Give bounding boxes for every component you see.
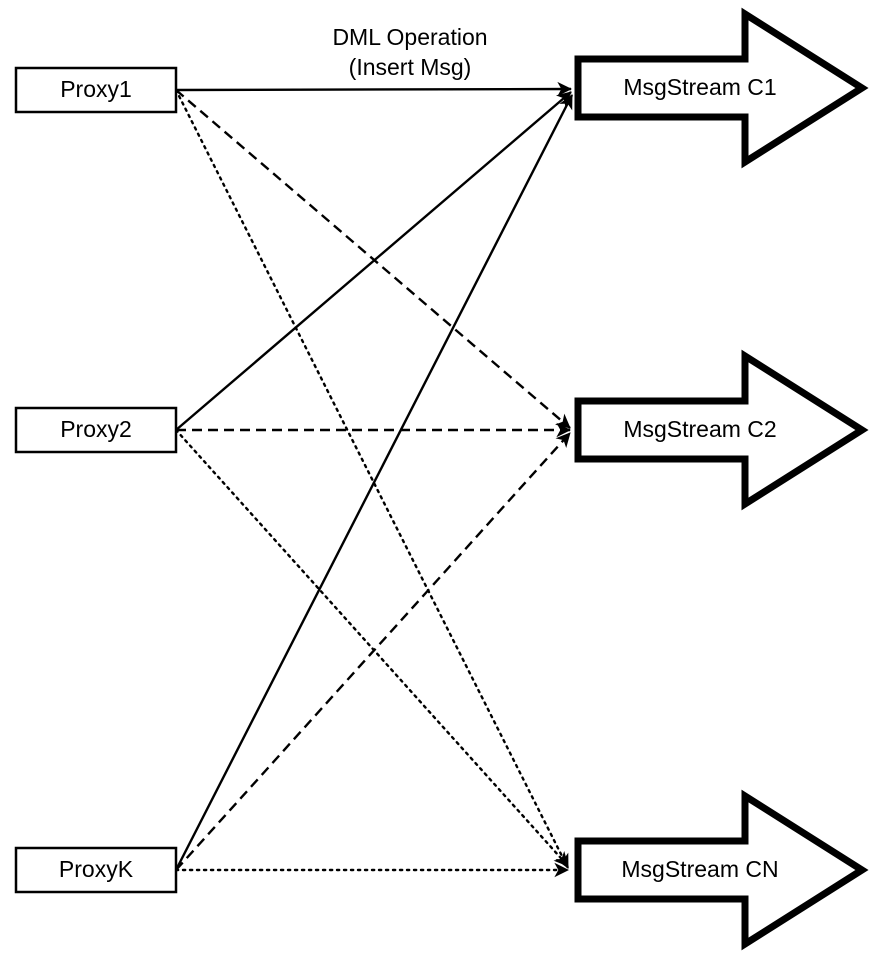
proxy-box-outline bbox=[14, 846, 178, 894]
proxy-node-proxyk[interactable]: ProxyK bbox=[14, 846, 178, 894]
proxy-node-proxy1[interactable]: Proxy1 bbox=[14, 66, 178, 114]
caption-line-1: DML Operation bbox=[332, 24, 487, 50]
proxy-label: ProxyK bbox=[59, 856, 134, 882]
msgstream-node-c2[interactable]: MsgStream C2 bbox=[574, 349, 869, 511]
proxy-box-outline bbox=[14, 66, 178, 114]
proxy-box-outline bbox=[14, 406, 178, 454]
edge-proxy2-to-c1 bbox=[175, 91, 572, 431]
block-arrow-shape bbox=[574, 789, 869, 951]
msgstream-label: MsgStream C2 bbox=[623, 416, 776, 442]
edge-group-proxyk bbox=[174, 94, 574, 878]
dml-operation-caption: DML Operation (Insert Msg) bbox=[332, 24, 487, 80]
caption-line-2: (Insert Msg) bbox=[349, 54, 472, 80]
msgstream-label: MsgStream C1 bbox=[623, 74, 776, 100]
edge-proxy1-to-c1 bbox=[175, 81, 572, 97]
edge-group-proxy1 bbox=[174, 81, 572, 870]
edge-group-proxy2 bbox=[174, 91, 572, 868]
block-arrow-shape bbox=[574, 7, 869, 169]
msgstream-node-cn[interactable]: MsgStream CN bbox=[574, 789, 869, 951]
msgstream-node-c1[interactable]: MsgStream C1 bbox=[574, 7, 869, 169]
block-arrow-shape bbox=[574, 349, 869, 511]
edge-proxyk-to-c1 bbox=[174, 94, 574, 871]
edge-proxy1-to-c2 bbox=[175, 89, 571, 429]
edge-proxyk-to-c2 bbox=[175, 432, 571, 871]
msgstream-label: MsgStream CN bbox=[621, 856, 778, 882]
proxy-label: Proxy1 bbox=[60, 76, 132, 102]
proxy-node-proxy2[interactable]: Proxy2 bbox=[14, 406, 178, 454]
edge-proxy1-to-cn bbox=[174, 88, 570, 870]
edge-proxy2-to-cn bbox=[174, 428, 570, 868]
proxy-label: Proxy2 bbox=[60, 416, 132, 442]
